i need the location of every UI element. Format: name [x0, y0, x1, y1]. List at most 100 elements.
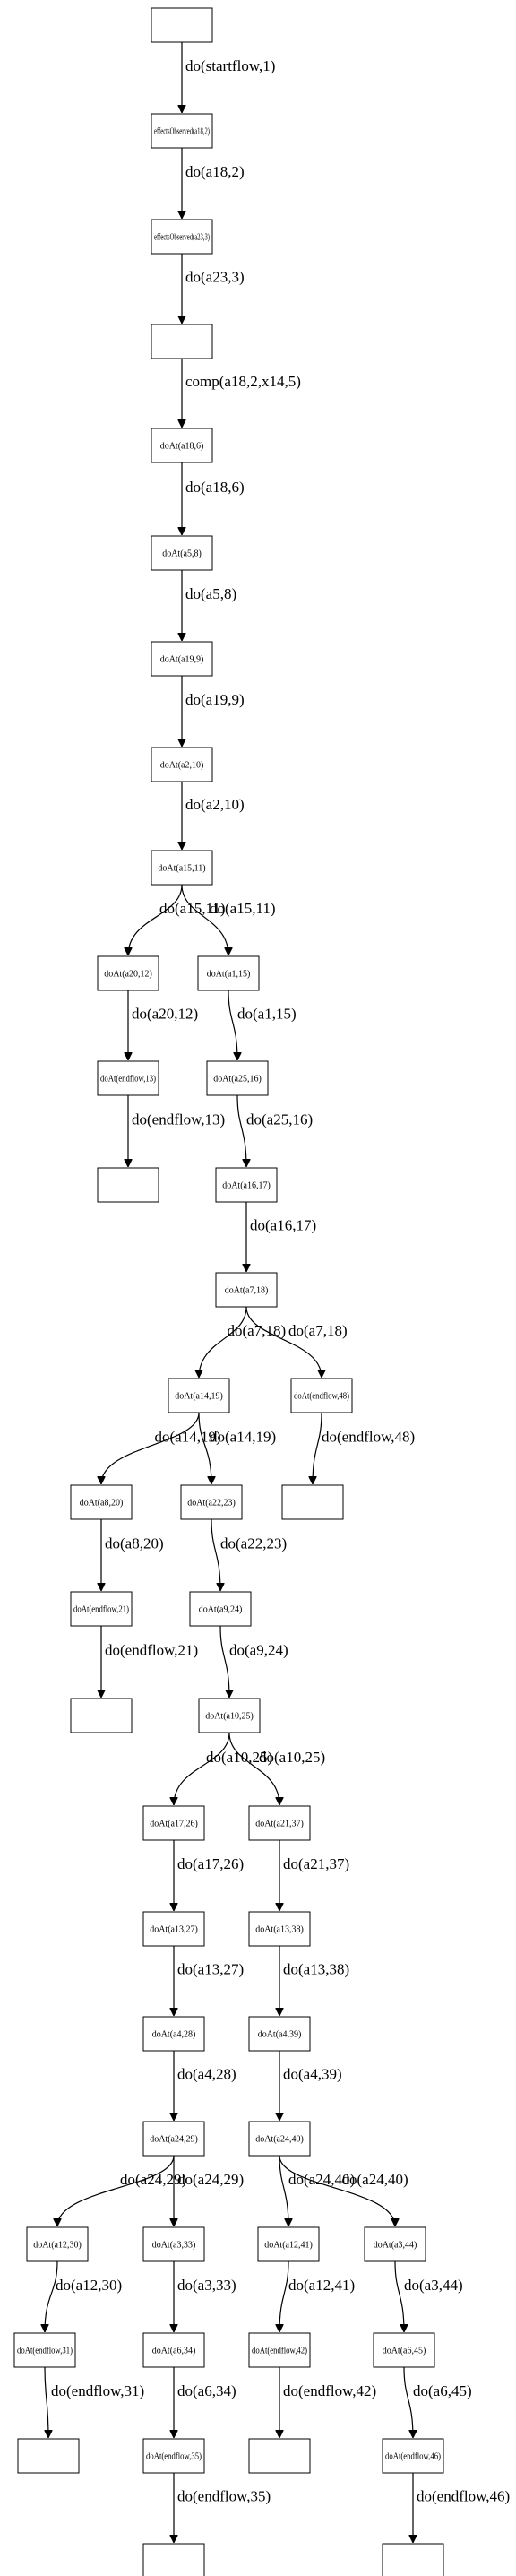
node-box: [70, 1591, 133, 1627]
node-box: [248, 2121, 311, 2157]
graph-node: doAt(a6,34): [142, 2332, 205, 2368]
edge-label: do(a24,40): [288, 2171, 355, 2188]
node-box: [382, 2438, 444, 2474]
node-box: [13, 2332, 76, 2368]
graph-node: effectsObserved(a23,3): [150, 219, 213, 255]
edge-label: do(a23,3): [185, 269, 245, 286]
node-box: [168, 1378, 230, 1413]
node-box: [150, 850, 213, 886]
node-box: [97, 1060, 159, 1096]
edge-label: do(a2,10): [185, 796, 245, 813]
node-box: [150, 219, 213, 255]
graph-node: doAt(a24,29): [142, 2121, 205, 2157]
edge-label: do(a3,44): [404, 2277, 463, 2294]
node-label: effectsObserved(a23,3): [154, 233, 210, 243]
graph-node: [248, 2438, 311, 2474]
edge-arrow: [57, 2155, 175, 2226]
edge-label: do(a18,2): [185, 163, 245, 180]
node-box: [197, 955, 260, 991]
graph-node: doAt(a15,11): [150, 850, 213, 886]
node-label: doAt(a25,16): [213, 1075, 262, 1085]
edge-label: do(a4,28): [177, 2066, 236, 2083]
node-label: doAt(endflow,21): [73, 1605, 129, 1615]
graph-node: doAt(a12,30): [26, 2226, 89, 2262]
graph-node: doAt(a1,15): [197, 955, 260, 991]
node-box: [248, 2332, 311, 2368]
node-box: [281, 1484, 344, 1520]
edge-arrow: [228, 990, 237, 1060]
node-label: doAt(a24,40): [255, 2135, 304, 2145]
edge-arrow: [236, 1094, 246, 1167]
edge-label: do(startflow,1): [185, 57, 275, 74]
graph-node: doAt(a10,25): [198, 1698, 261, 1733]
edge-label: do(a7,18): [228, 1322, 287, 1339]
edge-label: do(a22,23): [220, 1534, 287, 1552]
node-box: [150, 535, 213, 571]
node-box: [248, 1805, 311, 1841]
node-box: [150, 7, 213, 43]
graph-node: doAt(a22,23): [180, 1484, 243, 1520]
node-box: [97, 1167, 159, 1203]
node-box: [248, 1911, 311, 1947]
edge-label: do(endflow,35): [177, 2488, 271, 2505]
edge-label: do(a8,20): [105, 1534, 164, 1552]
edge-label: do(a7,18): [288, 1322, 348, 1339]
edge-arrow: [219, 1625, 229, 1698]
edge-label: do(endflow,31): [51, 2382, 144, 2399]
node-box: [189, 1591, 252, 1627]
edge-label: do(a24,40): [342, 2171, 408, 2188]
graph-node: [281, 1484, 344, 1520]
edge-label: do(a15,11): [210, 900, 276, 917]
edge-label: do(endflow,21): [105, 1641, 198, 1658]
graph-node: doAt(endflow,21): [70, 1591, 133, 1627]
node-label: doAt(a3,44): [374, 2241, 417, 2251]
node-label: doAt(a20,12): [104, 970, 152, 980]
node-box: [142, 2121, 205, 2157]
graph-node: [382, 2543, 444, 2576]
node-box: [257, 2226, 320, 2262]
node-box: [17, 2438, 80, 2474]
graph-node: [17, 2438, 80, 2474]
node-label: doAt(endflow,31): [17, 2347, 73, 2356]
edge-arrow: [174, 1732, 230, 1805]
node-box: [150, 324, 213, 359]
edge-label: do(a5,8): [185, 585, 236, 602]
edge-label: do(a14,19): [155, 1428, 221, 1445]
node-label: doAt(a7,18): [225, 1286, 269, 1296]
node-box: [382, 2543, 444, 2576]
graph-node: doAt(endflow,31): [13, 2332, 76, 2368]
node-label: doAt(a24,29): [150, 2135, 198, 2145]
node-box: [180, 1484, 243, 1520]
node-box: [150, 747, 213, 782]
graph-node: doAt(a8,20): [70, 1484, 133, 1520]
edge-label: do(a15,11): [159, 900, 226, 917]
node-box: [150, 641, 213, 677]
graph-node: doAt(a3,33): [142, 2226, 205, 2262]
node-box: [248, 2438, 311, 2474]
edge-label: do(a19,9): [185, 691, 245, 708]
node-box: [70, 1484, 133, 1520]
graph-node: [97, 1167, 159, 1203]
node-label: doAt(a12,41): [264, 2241, 313, 2251]
edge-arrow: [279, 2155, 395, 2226]
graph-node: doAt(a17,26): [142, 1805, 205, 1841]
graph-node: doAt(a3,44): [364, 2226, 426, 2262]
edge-label: do(a12,30): [56, 2277, 122, 2294]
node-label: doAt(a16,17): [222, 1181, 271, 1191]
edge-label: do(endflow,48): [322, 1428, 415, 1445]
node-box: [215, 1272, 278, 1308]
graph-node: doAt(a13,38): [248, 1911, 311, 1947]
graph-node: doAt(endflow,35): [142, 2438, 205, 2474]
edge-label: do(a17,26): [177, 1855, 244, 1872]
edge-arrow: [44, 2366, 48, 2438]
graph-node: doAt(a25,16): [206, 1060, 269, 1096]
node-label: doAt(a13,38): [255, 1925, 304, 1935]
edge-arrow: [245, 1306, 322, 1378]
node-label: doAt(a19,9): [160, 655, 204, 665]
edge-label: do(a21,37): [283, 1855, 349, 1872]
node-label: doAt(a4,39): [258, 2030, 302, 2040]
node-box: [142, 2332, 205, 2368]
node-box: [26, 2226, 89, 2262]
graph-node: doAt(a9,24): [189, 1591, 252, 1627]
node-box: [364, 2226, 426, 2262]
